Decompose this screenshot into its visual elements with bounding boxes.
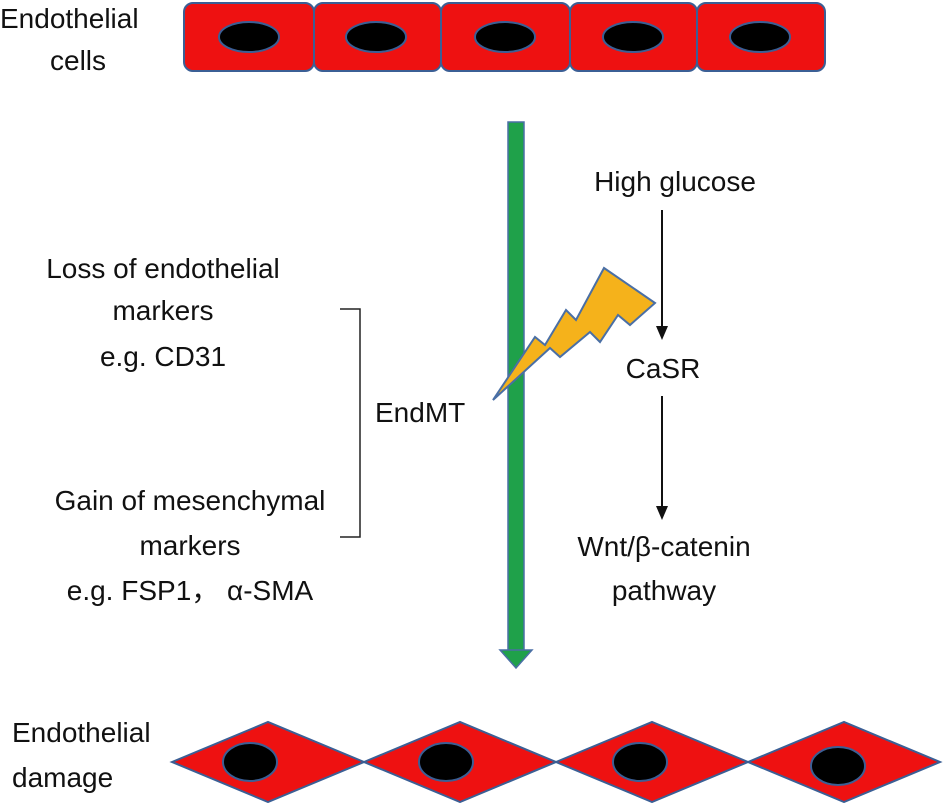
nucleus: [602, 21, 664, 53]
pathway-arrow-1: [656, 210, 668, 340]
pathway-step-casr: CaSR: [626, 353, 701, 384]
bottom-label-line2: damage: [12, 762, 113, 793]
endothelial-cell: [313, 2, 442, 72]
damaged-cell: [745, 720, 943, 803]
damaged-cells-row: [169, 720, 943, 803]
nucleus: [729, 21, 791, 53]
nucleus: [418, 742, 474, 782]
endothelial-cell: [696, 2, 826, 72]
loss-markers-line3: e.g. CD31: [100, 341, 226, 372]
endothelial-cell: [183, 2, 315, 72]
nucleus: [474, 21, 536, 53]
loss-markers-line2: markers: [112, 295, 213, 326]
pathway-step-wnt-line1: Wnt/β-catenin: [577, 531, 750, 562]
gain-markers-line3: e.g. FSP1， α-SMA: [67, 575, 314, 606]
endmt-label: EndMT: [375, 397, 465, 428]
damaged-cell: [553, 720, 751, 803]
lightning-bolt-icon: [492, 266, 657, 401]
gain-markers-line1: Gain of mesenchymal: [55, 485, 326, 516]
pathway-step-high-glucose: High glucose: [594, 166, 756, 197]
nucleus: [218, 21, 280, 53]
top-label-line1: Endothelial: [0, 3, 139, 34]
pathway-arrow-2: [656, 396, 668, 520]
endothelial-cells-row: [183, 2, 826, 72]
pathway-step-wnt-line2: pathway: [612, 575, 716, 606]
marker-bracket: [340, 308, 361, 538]
gain-markers-line2: markers: [139, 530, 240, 561]
nucleus: [810, 746, 866, 786]
nucleus: [222, 742, 278, 782]
endothelial-cell: [440, 2, 571, 72]
top-label-line2: cells: [50, 45, 106, 76]
endmt-transition-arrow: [498, 121, 534, 670]
nucleus: [612, 742, 668, 782]
loss-markers-line1: Loss of endothelial: [46, 253, 280, 284]
damaged-cell: [169, 720, 367, 803]
bottom-label-line1: Endothelial: [12, 717, 151, 748]
endothelial-cell: [569, 2, 698, 72]
damaged-cell: [361, 720, 559, 803]
nucleus: [345, 21, 407, 53]
